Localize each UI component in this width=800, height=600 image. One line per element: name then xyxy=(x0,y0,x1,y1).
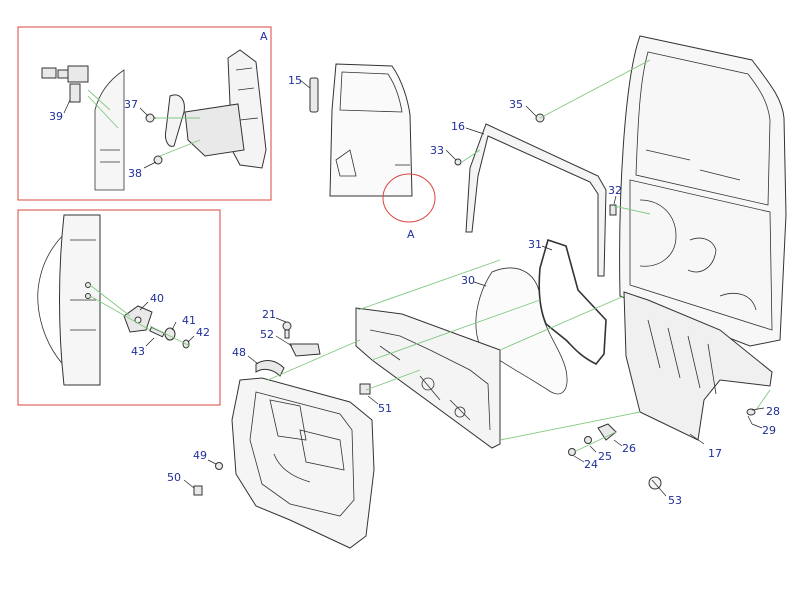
detail-a-box: A xyxy=(17,26,272,201)
detail-hinge-box xyxy=(17,209,221,406)
glass-run-15 xyxy=(309,77,319,113)
screw-29 xyxy=(747,415,753,425)
callout-40: 40 xyxy=(150,292,164,305)
callout-35: 35 xyxy=(509,98,523,111)
callout-52: 52 xyxy=(260,328,274,341)
assembly-guide-lines xyxy=(267,59,771,453)
washer-25 xyxy=(584,436,592,444)
callout-15: 15 xyxy=(288,74,302,87)
callout-24: 24 xyxy=(584,458,598,471)
door-trim-panel-front xyxy=(231,377,375,549)
clip-50 xyxy=(193,485,203,496)
bracket-26 xyxy=(597,423,617,441)
clip-51 xyxy=(359,383,371,395)
detail-a-label: A xyxy=(260,30,268,43)
callout-30: 30 xyxy=(461,274,475,287)
detail-a-marker-label: A xyxy=(407,228,415,241)
door-seal-16 xyxy=(465,123,607,277)
door-inner-panel xyxy=(355,307,501,449)
callout-25: 25 xyxy=(598,450,612,463)
door-side-view xyxy=(329,63,413,197)
b-pillar-part xyxy=(165,49,267,169)
callout-28: 28 xyxy=(766,405,780,418)
nut-38 xyxy=(153,155,163,165)
screw-21 xyxy=(282,321,292,339)
hinge-plate-40 xyxy=(123,305,153,333)
callout-41: 41 xyxy=(182,314,196,327)
callout-39: 39 xyxy=(49,110,63,123)
callout-37: 37 xyxy=(124,98,138,111)
callout-51: 51 xyxy=(378,402,392,415)
callout-38: 38 xyxy=(128,167,142,180)
door-trim-panel-17 xyxy=(623,291,773,441)
callout-49: 49 xyxy=(193,449,207,462)
callout-29: 29 xyxy=(762,424,776,437)
clip-32 xyxy=(609,204,617,216)
door-inner-frame xyxy=(619,35,787,347)
callout-31: 31 xyxy=(528,238,542,251)
handle-bracket-52 xyxy=(289,343,321,357)
leader-lines xyxy=(183,79,765,497)
callout-42: 42 xyxy=(196,326,210,339)
bolt-24 xyxy=(568,448,576,456)
callout-33: 33 xyxy=(430,144,444,157)
callout-32: 32 xyxy=(608,184,622,197)
grommet-28 xyxy=(746,408,756,416)
callout-17: 17 xyxy=(708,447,722,460)
callout-16: 16 xyxy=(451,120,465,133)
callout-26: 26 xyxy=(622,442,636,455)
handle-48 xyxy=(255,360,285,377)
screw-33 xyxy=(454,158,462,166)
callout-48: 48 xyxy=(232,346,246,359)
callout-21: 21 xyxy=(262,308,276,321)
door-lock-part-39 xyxy=(41,65,89,103)
callout-labels: 15 16 33 35 32 31 30 17 28 29 26 25 24 5… xyxy=(49,74,780,507)
detail-a-marker-circle xyxy=(382,173,436,223)
callout-53: 53 xyxy=(668,494,682,507)
cap-49 xyxy=(215,462,223,470)
callout-43: 43 xyxy=(131,345,145,358)
callout-50: 50 xyxy=(167,471,181,484)
seal-31 xyxy=(538,238,607,366)
